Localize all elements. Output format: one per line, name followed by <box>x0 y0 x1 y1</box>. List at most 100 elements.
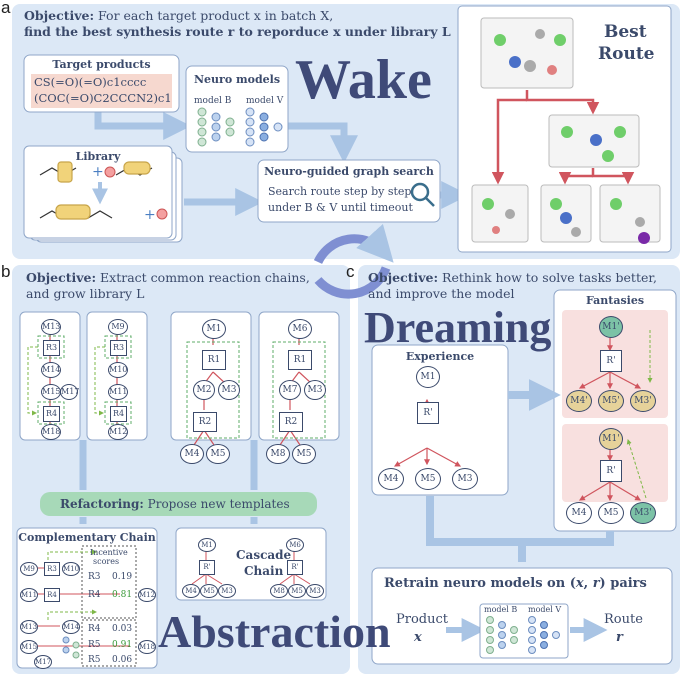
panel-c-letter: c <box>346 262 355 281</box>
score-table <box>81 545 137 619</box>
score-r-5: R5 <box>88 655 101 665</box>
comp-node-m10: M10 <box>62 562 80 576</box>
node-m11: M11 <box>108 384 128 400</box>
fan1-node-m4: M4' <box>566 390 592 412</box>
dream-green-dash-2 <box>626 439 647 499</box>
wake-title: Wake <box>295 49 432 111</box>
node-m6: M6 <box>288 319 312 339</box>
fan2-node-r: R' <box>600 460 622 482</box>
route-label: Route <box>598 44 655 64</box>
green-dashed-arrow-1 <box>27 346 38 416</box>
node-m3-a: M3 <box>218 380 240 400</box>
complementary-chain-title: Complementary Chain <box>18 531 156 544</box>
abstraction-title: Abstraction <box>158 606 391 657</box>
node-r3-b: R3 <box>110 340 127 356</box>
arrow-models-to-search <box>288 122 358 164</box>
comp-node-m9: M9 <box>20 562 38 576</box>
fan1-node-m1: M1' <box>599 316 623 338</box>
cycle-arrow-bottom <box>314 266 391 299</box>
smiles-line-2: (COC(=O)C2CCCN2)c1 <box>34 91 172 105</box>
node-m13: M13 <box>41 319 61 335</box>
arrow-to-retrain <box>426 496 614 562</box>
comp-node-r4: R4 <box>44 588 60 602</box>
score-r-1: R3 <box>88 572 101 582</box>
node-m18: M18 <box>41 424 61 440</box>
score-r-2: R4 <box>88 590 101 600</box>
comp-node-m18: M18 <box>138 640 156 654</box>
score-r-4: R5 <box>88 640 101 650</box>
fan2-node-m4: M4 <box>566 502 592 524</box>
cascade-node-m6: M6 <box>286 538 304 552</box>
fan2-node-m3: M3' <box>630 502 656 524</box>
panel-b-objective: Objective: Extract common reaction chain… <box>26 270 310 285</box>
comp-node-m13: M13 <box>20 620 38 634</box>
retrain-model-v: model V <box>528 605 562 614</box>
plus-sign-2: + <box>144 207 156 223</box>
comp-node-m15: M15 <box>20 640 38 654</box>
cascade-node-m5-2: M5 <box>288 584 306 598</box>
retrain-net-v <box>528 616 560 654</box>
retrain-title: Retrain neuro models on (x, r) pairs <box>384 576 647 591</box>
node-r4-a: R4 <box>43 406 60 422</box>
fan1-node-m3: M3' <box>630 390 656 412</box>
node-m12: M12 <box>108 424 128 440</box>
oxygen-red-1 <box>104 166 116 178</box>
node-m4-a: M4 <box>180 444 204 464</box>
magnifier-icon <box>410 182 435 207</box>
node-m8: M8 <box>266 444 290 464</box>
oxygen-red-2 <box>156 208 168 220</box>
chain-box-4 <box>258 311 340 441</box>
neural-net-b <box>197 107 235 147</box>
node-m10: M10 <box>108 362 128 378</box>
exp-node-m3: M3 <box>452 468 478 490</box>
plus-sign-1: + <box>92 164 104 180</box>
search-line-1: Search route step by step <box>268 185 412 198</box>
cascade-node-m3: M3 <box>218 584 236 598</box>
comp-net-glyph <box>62 636 80 659</box>
node-m15: M15 <box>41 384 61 400</box>
node-r2-a: R2 <box>193 412 217 432</box>
score-v-2: 0.81 <box>112 590 133 600</box>
node-m5-b: M5 <box>292 444 316 464</box>
node-r1-b: R1 <box>288 350 312 370</box>
arrow-targets-to-models <box>94 112 192 140</box>
arrow-chains-to-refactor <box>79 440 258 490</box>
comp-green-arrow-2 <box>47 609 97 620</box>
node-m7: M7 <box>279 380 301 400</box>
panel-b-letter: b <box>1 262 11 281</box>
score-v-4: 0.91 <box>112 640 133 650</box>
retrain-net-b <box>486 616 518 654</box>
green-dashed-arrow-2 <box>94 346 105 416</box>
fan1-node-m5: M5' <box>598 390 624 412</box>
cascade-node-m1: M1 <box>198 538 216 552</box>
cascade-node-r-2: R' <box>287 560 303 575</box>
comp-node-r3: R3 <box>44 562 60 576</box>
node-m17: M17 <box>60 384 79 400</box>
node-m3-b: M3 <box>304 380 326 400</box>
exp-node-r: R' <box>417 402 439 424</box>
node-m14: M14 <box>41 362 61 378</box>
score-table-2 <box>81 619 137 667</box>
score-v-5: 0.06 <box>112 655 133 665</box>
best-label: Best <box>604 22 647 42</box>
neuro-models-title: Neuro models <box>193 73 281 86</box>
cascade-node-r: R' <box>199 560 215 575</box>
model-v-label: model V <box>246 96 284 106</box>
score-v-3: 0.03 <box>112 624 133 634</box>
exp-node-m1: M1 <box>416 366 440 388</box>
node-r2-b: R2 <box>279 412 303 432</box>
product-var: x <box>414 630 422 645</box>
fan2-node-m5: M5 <box>598 502 624 524</box>
cascade-edges <box>191 550 311 585</box>
panel-b-objective-line2: and grow library L <box>26 286 145 301</box>
cascade-node-m3-2: M3 <box>306 584 324 598</box>
product-label: Product <box>396 612 448 627</box>
panel-a-objective-line2: find the best synthesis route r to repor… <box>24 24 451 39</box>
experience-box <box>371 344 509 496</box>
refactoring-text: Refactoring: Propose new templates <box>60 497 290 511</box>
score-v-1: 0.19 <box>112 572 133 582</box>
target-products-title: Target products <box>52 58 151 71</box>
best-route-tree <box>471 17 661 244</box>
exp-node-m5: M5 <box>415 468 441 490</box>
experience-title: Experience <box>405 350 475 363</box>
